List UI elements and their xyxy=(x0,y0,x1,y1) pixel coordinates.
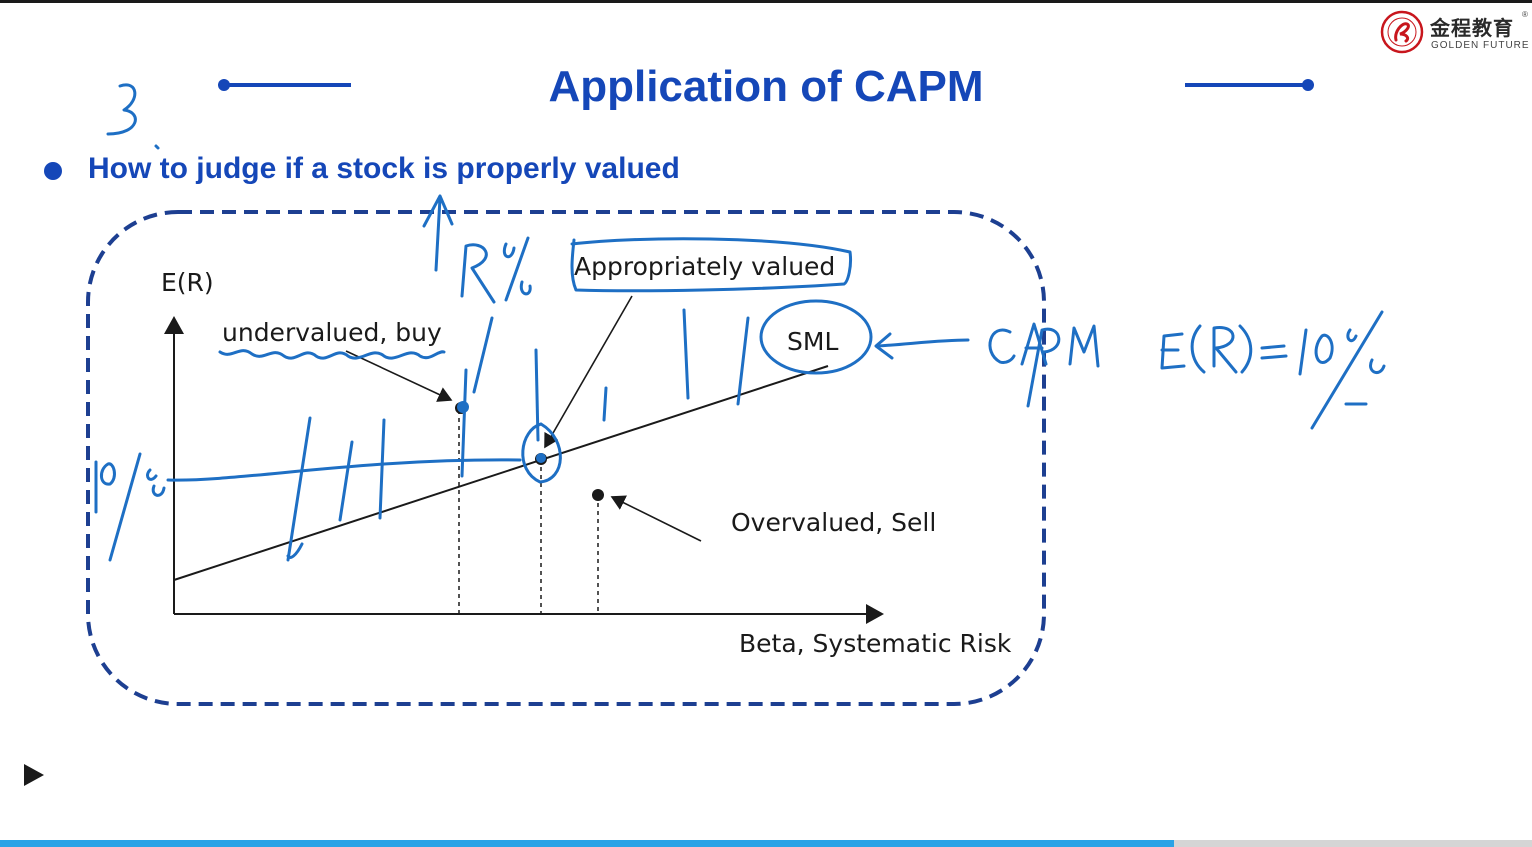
brand-logo: 金程教育 GOLDEN FUTURE ® xyxy=(1380,8,1530,54)
arrow-undervalued xyxy=(345,350,453,402)
point-overvalued xyxy=(592,489,604,501)
arrow-appropriate xyxy=(544,295,633,449)
title-rule-left xyxy=(218,79,351,91)
ink-dot-appropriate xyxy=(536,453,546,463)
play-icon[interactable] xyxy=(22,762,46,788)
slide-title: Application of CAPM xyxy=(548,62,984,111)
sml-line xyxy=(173,365,829,581)
label-appropriate: Appropriately valued xyxy=(574,252,835,281)
ink-dot-undervalued xyxy=(457,401,469,413)
title-rule-right xyxy=(1185,79,1314,91)
bullet-dot xyxy=(44,162,62,180)
sml-label: SML xyxy=(787,327,838,356)
handwritten-ink xyxy=(94,83,1386,562)
x-axis-label: Beta, Systematic Risk xyxy=(739,629,1012,658)
arrow-overvalued xyxy=(610,495,702,542)
bullet-text: How to judge if a stock is properly valu… xyxy=(88,152,680,185)
diagram-frame xyxy=(86,210,1046,706)
progress-fill xyxy=(0,840,1174,847)
label-undervalued: undervalued, buy xyxy=(222,318,442,347)
brand-name-en: GOLDEN FUTURE xyxy=(1431,40,1530,51)
logo-seal-icon xyxy=(1380,10,1424,54)
top-border xyxy=(0,0,1532,3)
brand-name-cn: 金程教育 xyxy=(1430,16,1514,40)
label-overvalued: Overvalued, Sell xyxy=(731,508,936,537)
registered-mark: ® xyxy=(1522,10,1528,19)
y-axis-label: E(R) xyxy=(161,268,214,297)
progress-bar[interactable] xyxy=(0,840,1532,847)
